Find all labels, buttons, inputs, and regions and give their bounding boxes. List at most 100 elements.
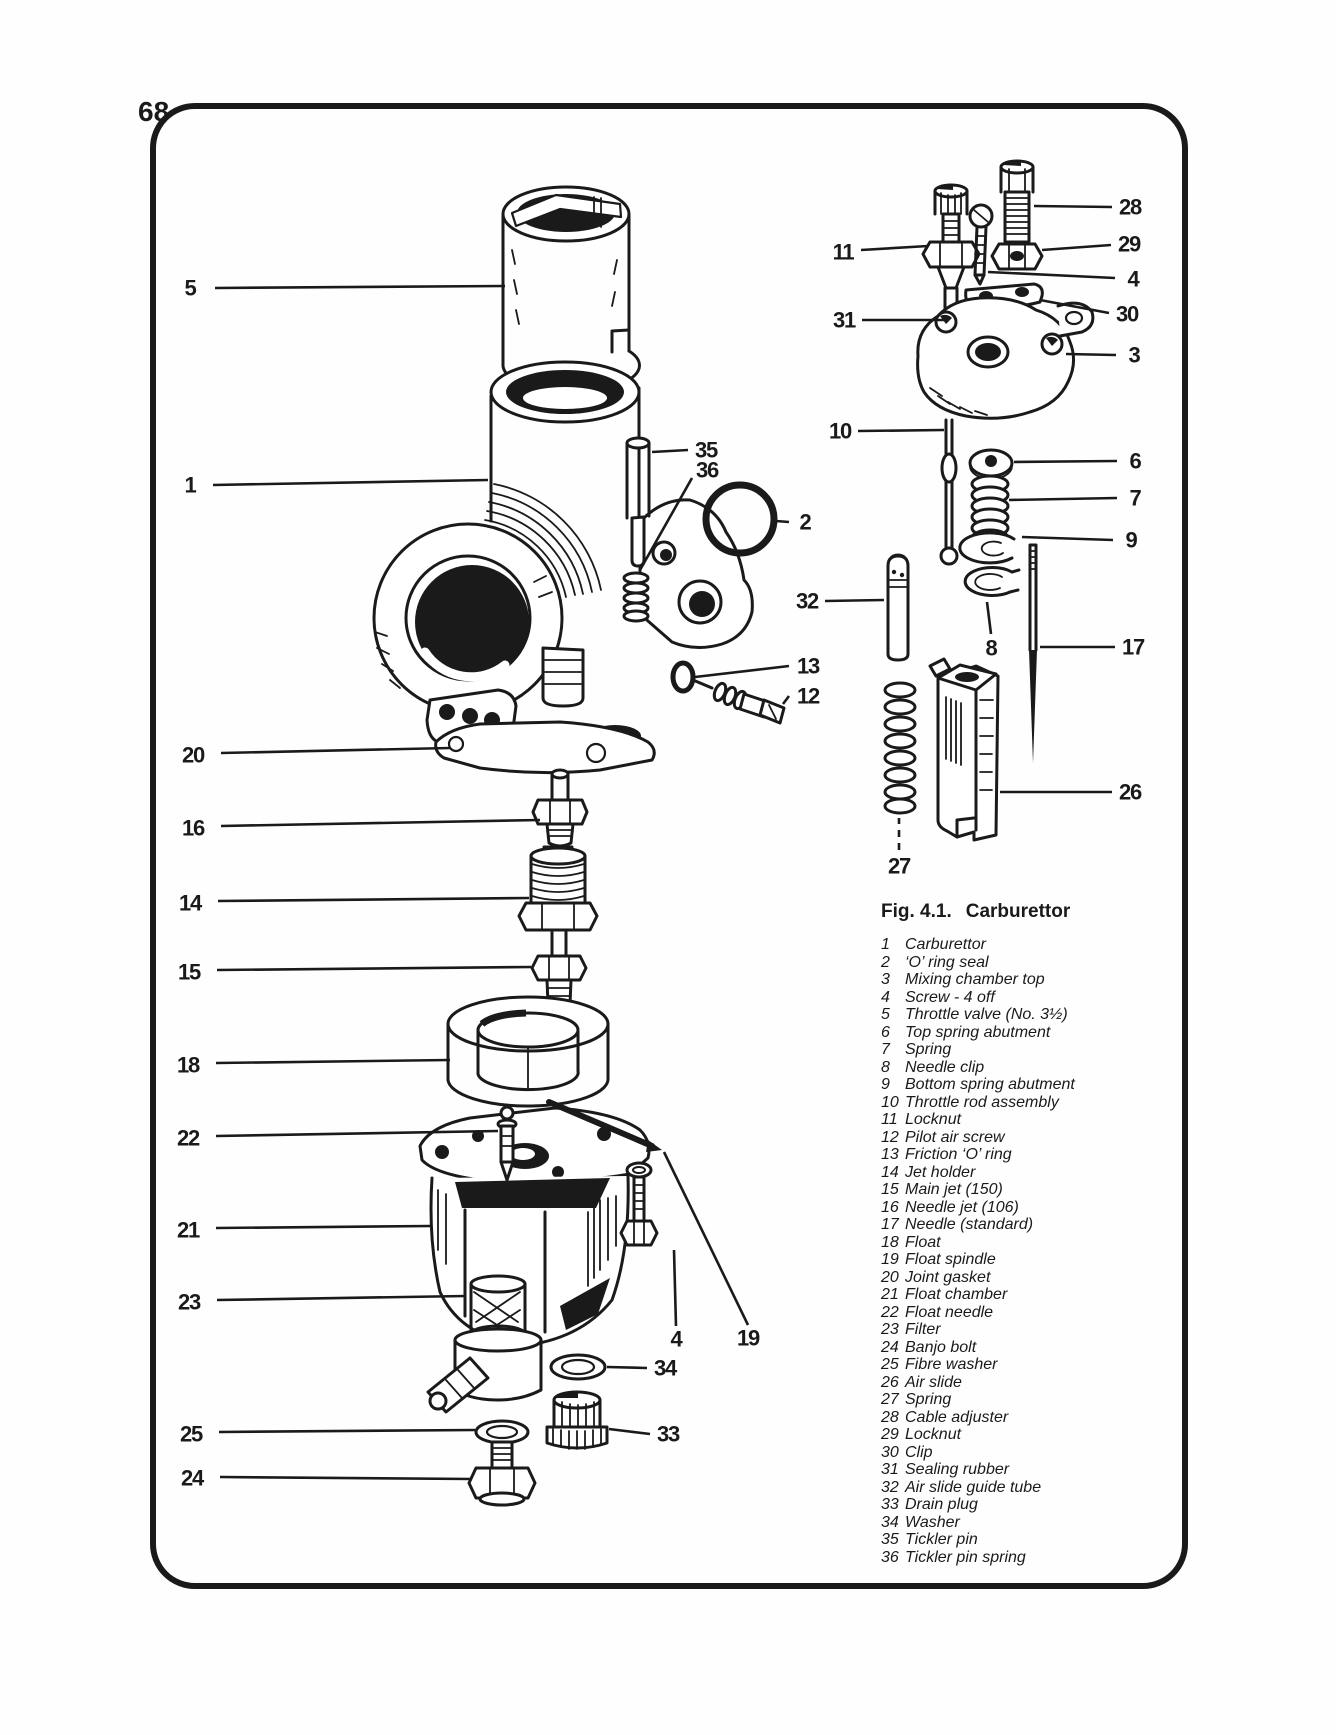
callout-label-26: 26 (1119, 780, 1142, 805)
part-label: Joint gasket (905, 1268, 991, 1286)
callout-leader-19 (662, 1151, 750, 1326)
callout-label-21: 21 (177, 1218, 200, 1243)
part-number: 23 (881, 1321, 899, 1338)
part-number: 8 (881, 1058, 890, 1076)
callout-leader-16 (220, 818, 541, 828)
callout-layer: 5120161415182221232524353621312103211318… (177, 195, 1146, 1491)
part-label: Air slide guide tube (905, 1478, 1042, 1496)
callout-leader-1 (212, 478, 489, 487)
part-label: Washer (905, 1513, 960, 1531)
throttle-valve-part (501, 185, 641, 404)
callout-leader-13 (694, 664, 790, 679)
callout-leader-5 (214, 284, 506, 290)
callout-leader-11 (860, 244, 929, 252)
throttle-rod-part (939, 418, 959, 566)
callout-label-11: 11 (833, 240, 855, 265)
part-label: Throttle rod assembly (905, 1093, 1059, 1111)
part-number: 14 (881, 1163, 899, 1181)
callout-label-33: 33 (657, 1422, 680, 1447)
carburettor-drawing (372, 159, 1095, 1507)
air-slide-part (928, 657, 1000, 842)
part-number: 19 (881, 1251, 899, 1268)
callout-label-2: 2 (799, 510, 811, 535)
callout-leader-21 (215, 1224, 432, 1230)
carburettor-body-part (372, 360, 754, 747)
callout-label-19: 19 (737, 1326, 760, 1351)
callout-label-9: 9 (1125, 528, 1137, 553)
float-needle-part (496, 1105, 518, 1182)
part-number: 25 (881, 1356, 899, 1373)
part-label: Air slide (905, 1373, 962, 1391)
part-label: Screw - 4 off (905, 988, 995, 1006)
callout-leader-29 (1041, 243, 1112, 252)
part-number: 35 (881, 1531, 899, 1548)
part-label: Locknut (905, 1111, 962, 1128)
part-label: Fibre washer (905, 1356, 998, 1373)
float-chamber-part (418, 1106, 651, 1348)
part-number: 33 (881, 1496, 899, 1513)
callout-leader-12 (781, 695, 791, 705)
part-number: 11 (881, 1111, 898, 1128)
callout-leader-7 (1008, 496, 1118, 502)
callout-label-10: 10 (829, 419, 852, 444)
part-number: 26 (881, 1373, 899, 1391)
float-part (446, 995, 610, 1108)
callout-leader-33 (608, 1427, 651, 1436)
cable-adjuster-part (999, 159, 1035, 244)
callout-label-34: 34 (654, 1356, 678, 1381)
part-label: Needle jet (106) (905, 1198, 1019, 1216)
pilot-air-screw-part (691, 678, 786, 725)
callout-label-15: 15 (178, 960, 201, 985)
callout-leader-9 (1021, 535, 1114, 542)
parts-list-item: 26 Air slide (881, 1374, 1201, 1392)
callout-label-14: 14 (179, 891, 203, 916)
part-label: Banjo bolt (905, 1338, 977, 1356)
callout-label-8: 8 (985, 636, 997, 661)
part-number: 18 (881, 1233, 899, 1251)
part-label: Filter (905, 1321, 941, 1338)
needle-clip-part (963, 566, 1021, 597)
part-label: Mixing chamber top (905, 971, 1045, 988)
part-label: Spring (905, 1041, 952, 1058)
part-label: Float spindle (905, 1251, 996, 1268)
part-number: 7 (881, 1041, 890, 1058)
needle-jet-part (531, 768, 589, 848)
callout-label-13: 13 (797, 654, 820, 679)
mixing-chamber-top-part (916, 296, 1095, 420)
callout-leader-25 (218, 1428, 476, 1434)
part-number: 1 (881, 936, 890, 953)
part-number: 22 (881, 1303, 899, 1321)
part-number: 27 (881, 1391, 899, 1408)
callout-label-16: 16 (182, 816, 205, 841)
part-label: Float (905, 1233, 941, 1251)
tickler-pin-part (625, 436, 651, 568)
fibre-washer-part (474, 1419, 530, 1445)
callout-label-1: 1 (184, 473, 196, 498)
washer-part (549, 1353, 607, 1381)
callout-leader-15 (216, 965, 532, 972)
part-label: ‘O’ ring seal (905, 953, 989, 971)
part-number: 5 (881, 1006, 890, 1023)
callout-label-17: 17 (1122, 635, 1145, 660)
part-number: 31 (881, 1461, 899, 1478)
callout-label-4: 4 (670, 1327, 683, 1352)
part-label: Tickler pin (905, 1531, 978, 1548)
float-spindle-part (546, 1099, 662, 1152)
part-label: Carburettor (905, 936, 986, 953)
parts-list-item: 1 Carburettor (881, 936, 1201, 954)
parts-list-item: 35 Tickler pin (881, 1531, 1201, 1549)
